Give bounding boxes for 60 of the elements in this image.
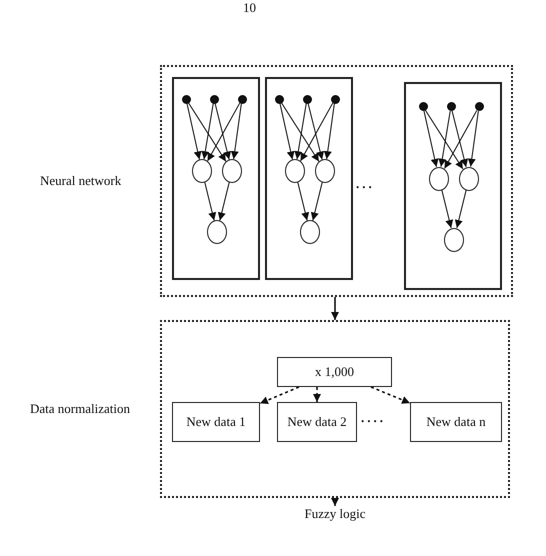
arrow <box>452 110 468 168</box>
arrow <box>438 110 451 168</box>
neuron-circle <box>192 159 212 183</box>
arrow <box>370 386 410 404</box>
arrow <box>454 190 467 228</box>
input-dot <box>330 94 340 104</box>
group-label: Data normalization <box>30 401 130 417</box>
input-dot <box>446 102 456 111</box>
network-panel <box>404 82 502 290</box>
arrow <box>204 182 216 221</box>
input-dot <box>274 94 284 104</box>
group-label: Neural network <box>40 173 122 189</box>
network-panel <box>265 77 353 280</box>
arrow <box>230 102 242 160</box>
input-dot <box>182 94 190 104</box>
input-dot <box>238 94 246 104</box>
arrow <box>260 386 300 404</box>
network-panel <box>172 77 260 280</box>
output-label: Fuzzy logic <box>300 506 370 526</box>
arrow <box>310 182 323 221</box>
input-dot <box>418 102 428 111</box>
process-box: New data 2 <box>277 402 357 442</box>
process-box: New data 1 <box>172 402 260 442</box>
input-dot <box>210 94 218 104</box>
arrow <box>423 110 439 168</box>
neuron-circle <box>459 166 479 190</box>
input-dot <box>474 102 484 111</box>
process-box: x 1,000 <box>277 357 392 387</box>
input-dot <box>302 94 312 104</box>
arrow <box>297 182 310 221</box>
arrow <box>308 102 324 160</box>
arrow <box>324 102 335 160</box>
arrow <box>201 102 214 160</box>
process-box: New data n <box>410 402 502 442</box>
arrow <box>300 102 334 162</box>
arrow <box>280 102 320 162</box>
arrow <box>441 190 454 228</box>
arrow <box>188 102 226 162</box>
neuron-circle <box>300 220 320 244</box>
arrow <box>313 387 321 402</box>
arrow <box>294 102 307 160</box>
neuron-circle <box>315 159 335 183</box>
ellipsis: .... <box>361 410 386 426</box>
arrow <box>279 102 295 160</box>
neuron-circle <box>285 159 305 183</box>
arrow <box>331 297 339 320</box>
neuron-circle <box>444 228 464 252</box>
arrow <box>218 182 230 221</box>
arrow <box>214 102 232 160</box>
arrow <box>207 102 240 162</box>
arrow <box>424 110 464 170</box>
arrow <box>444 110 478 170</box>
arrow <box>331 498 339 506</box>
neuron-circle <box>207 220 227 244</box>
arrow <box>468 110 479 168</box>
arrow <box>186 102 202 160</box>
neuron-circle <box>222 159 242 183</box>
page-number: 10 <box>243 0 256 16</box>
ellipsis: ... <box>356 176 375 192</box>
neuron-circle <box>429 166 449 190</box>
